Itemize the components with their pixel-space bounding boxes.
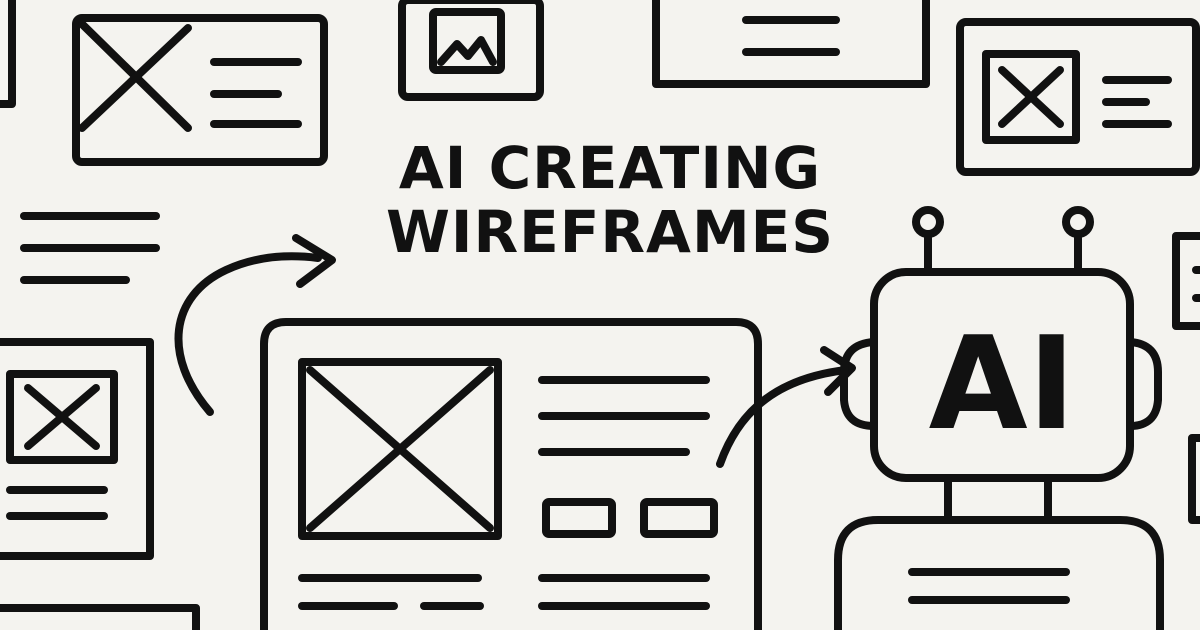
wireframe-card-top-left [72, 14, 328, 166]
title-line-2: WIREFRAMES [385, 198, 835, 266]
text-lines-left [20, 212, 160, 284]
wireframe-button-placeholder [640, 498, 718, 538]
wireframe-card-top-right [956, 18, 1200, 176]
title-line-1: AI CREATING [398, 134, 822, 202]
image-crossed-icon [998, 66, 1064, 128]
wireframe-button-placeholder [542, 498, 616, 538]
wireframe-card-left [0, 338, 154, 560]
arrow-icon [174, 234, 336, 416]
arrow-icon [716, 346, 856, 468]
partial-card-right-bottom [1188, 434, 1200, 524]
partial-card-bottom-left [0, 604, 200, 630]
partial-card-top-left [0, 0, 16, 108]
page-title: AI CREATING WIREFRAMES [360, 136, 860, 264]
wireframe-card-top-center [652, 0, 930, 88]
image-crossed-icon [78, 20, 192, 132]
image-crossed-icon [24, 384, 100, 450]
robot-face-label: AI [929, 310, 1076, 459]
wireframe-image-card-top [398, 0, 544, 101]
partial-card-right [1172, 232, 1200, 330]
robot-icon [834, 206, 1164, 630]
image-crossed-icon [306, 366, 494, 532]
wireframe-card-main [260, 318, 762, 630]
image-placeholder-icon [429, 8, 505, 74]
